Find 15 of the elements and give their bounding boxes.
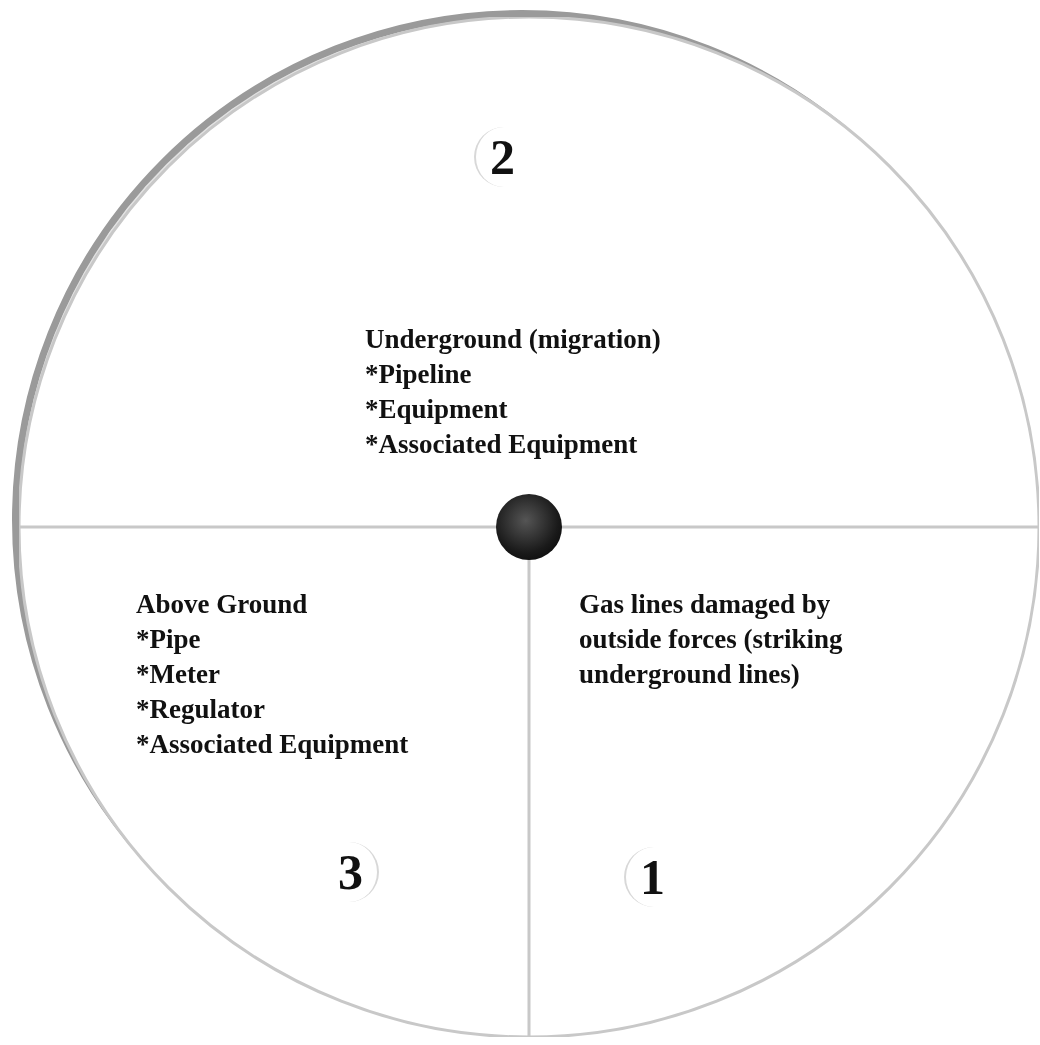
sector-number: 2: [474, 127, 529, 187]
list-item: *Pipeline: [365, 358, 473, 391]
list-item: *Equipment: [365, 393, 509, 426]
pie-sector: [19, 527, 529, 1037]
list-item: *Associated Equipment: [136, 728, 410, 761]
list-item: *Associated Equipment: [365, 428, 639, 461]
list-item: *Meter: [136, 658, 221, 691]
pie-sector: [529, 527, 1039, 1037]
sector-number: 3: [324, 842, 379, 902]
sector-number: 1: [624, 847, 679, 907]
list-item: *Regulator: [136, 693, 266, 726]
sector-heading: Above Ground: [136, 588, 309, 621]
sector-heading: Gas lines damaged by outside forces (striking underground lines): [579, 588, 844, 691]
sector-heading: Underground (migration): [365, 323, 662, 356]
list-item: *Pipe: [136, 623, 202, 656]
